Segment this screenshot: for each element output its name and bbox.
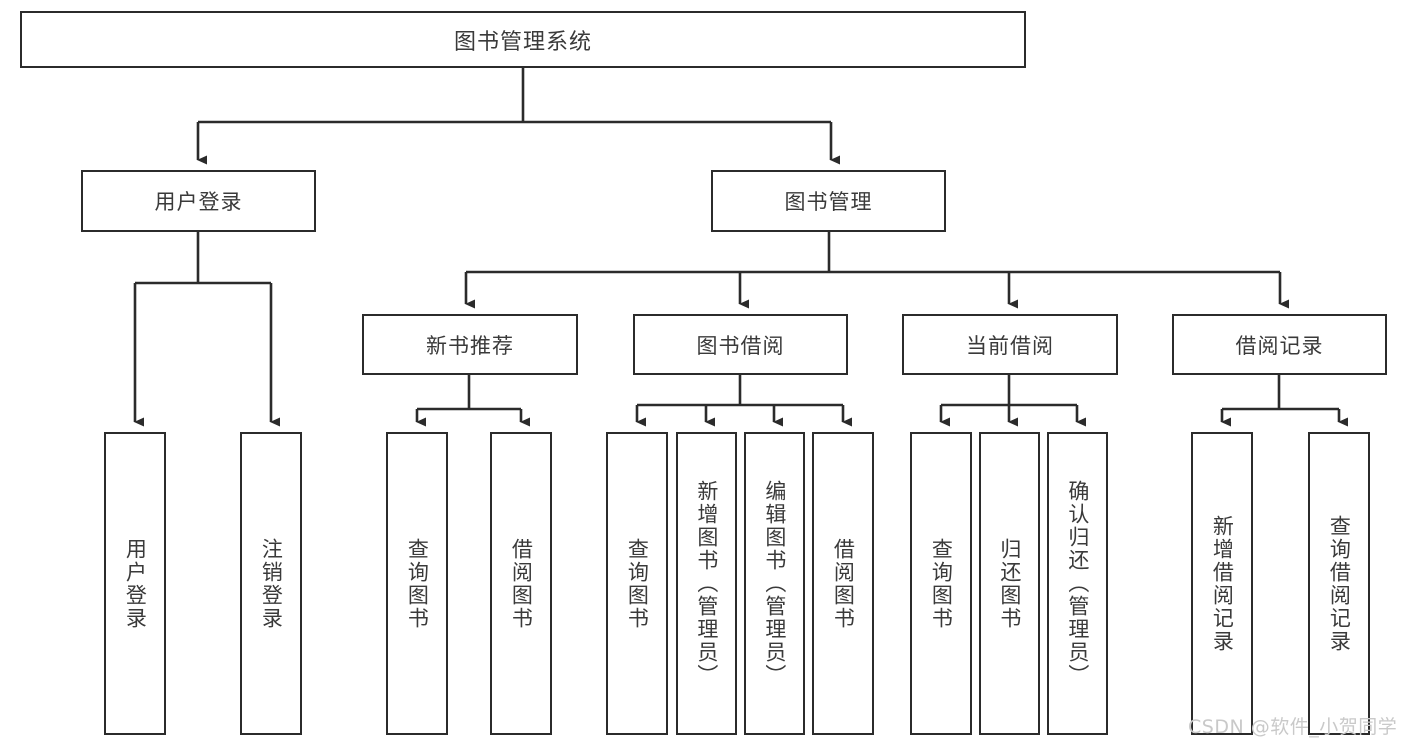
node-label: 图书管理系统 <box>453 29 592 55</box>
node-current-borrow[interactable]: 当前借阅 <box>902 314 1118 375</box>
node-label: 查询图书 <box>625 537 650 630</box>
node-label: 编辑图书（管理员） <box>762 480 787 687</box>
leaf-borrow-borrow-book[interactable]: 借阅图书 <box>812 432 874 735</box>
node-label: 图书管理 <box>784 190 873 214</box>
node-label: 借阅记录 <box>1235 333 1324 358</box>
node-label: 查询图书 <box>929 537 954 630</box>
node-label: 图书借阅 <box>696 333 785 358</box>
node-root-book-management-system[interactable]: 图书管理系统 <box>20 11 1026 68</box>
leaf-recommend-query-book[interactable]: 查询图书 <box>386 432 448 735</box>
node-label: 新增借阅记录 <box>1210 514 1235 653</box>
node-label: 用户登录 <box>154 190 243 214</box>
leaf-current-confirm-return-admin[interactable]: 确认归还（管理员） <box>1047 432 1108 735</box>
node-new-book-recommend[interactable]: 新书推荐 <box>362 314 578 375</box>
node-label: 注销登录 <box>259 537 284 630</box>
leaf-user-login-signout[interactable]: 注销登录 <box>240 432 302 735</box>
leaf-recommend-borrow-book[interactable]: 借阅图书 <box>490 432 552 735</box>
node-label: 当前借阅 <box>966 333 1054 358</box>
leaf-borrow-query-book[interactable]: 查询图书 <box>606 432 668 735</box>
leaf-current-query-book[interactable]: 查询图书 <box>910 432 972 735</box>
leaf-borrow-edit-book-admin[interactable]: 编辑图书（管理员） <box>744 432 805 735</box>
watermark: CSDN @软件_小贺同学 <box>1188 716 1398 738</box>
leaf-borrow-add-book-admin[interactable]: 新增图书（管理员） <box>676 432 737 735</box>
node-book-management[interactable]: 图书管理 <box>711 170 946 232</box>
leaf-user-login-signin[interactable]: 用户登录 <box>104 432 166 735</box>
node-label: 新书推荐 <box>426 333 514 358</box>
node-label: 借阅图书 <box>509 537 534 630</box>
node-label: 新增图书（管理员） <box>694 480 719 687</box>
node-label: 确认归还（管理员） <box>1065 480 1090 687</box>
node-borrow-record[interactable]: 借阅记录 <box>1172 314 1387 375</box>
node-label: 用户登录 <box>123 537 148 630</box>
leaf-record-add-borrow-record[interactable]: 新增借阅记录 <box>1191 432 1253 735</box>
node-label: 查询图书 <box>405 537 430 630</box>
node-label: 归还图书 <box>997 537 1022 630</box>
node-label: 查询借阅记录 <box>1327 514 1352 653</box>
leaf-record-query-borrow-record[interactable]: 查询借阅记录 <box>1308 432 1370 735</box>
node-book-borrow[interactable]: 图书借阅 <box>633 314 848 375</box>
node-label: 借阅图书 <box>831 537 856 630</box>
leaf-current-return-book[interactable]: 归还图书 <box>979 432 1040 735</box>
node-user-login[interactable]: 用户登录 <box>81 170 316 232</box>
